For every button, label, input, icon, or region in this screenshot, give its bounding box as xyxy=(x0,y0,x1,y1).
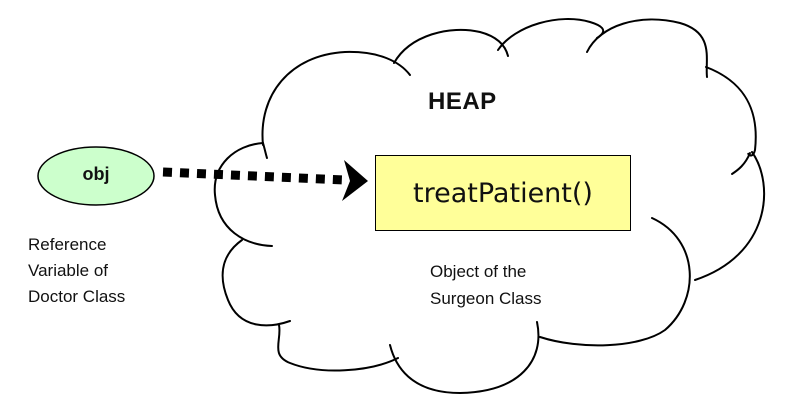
cloud-arc xyxy=(389,321,540,395)
arrow-head xyxy=(342,160,368,201)
reference-caption: Reference Variable of Doctor Class xyxy=(28,235,126,306)
cloud-arc xyxy=(694,151,766,281)
cloud-arc xyxy=(539,217,691,347)
cloud-arc xyxy=(586,18,708,78)
cloud-arc xyxy=(393,28,509,64)
method-box: treatPatient() xyxy=(375,155,631,231)
cloud-arc xyxy=(731,152,751,175)
arrow-dotted-line xyxy=(162,167,346,185)
cloud-arc xyxy=(497,18,605,51)
heap-title: HEAP xyxy=(428,88,497,115)
cloud-arc xyxy=(262,142,268,159)
cloud-arc xyxy=(705,66,757,157)
object-caption: Object of the Surgeon Class xyxy=(430,262,542,308)
cloud-arc xyxy=(277,324,399,372)
reference-variable-name: obj xyxy=(82,164,110,184)
method-name: treatPatient() xyxy=(413,177,593,209)
cloud-arc xyxy=(261,50,411,146)
cloud-arc xyxy=(221,239,291,327)
heap-cloud xyxy=(213,18,766,395)
reference-ellipse xyxy=(37,146,155,206)
reference-arrow xyxy=(162,160,368,201)
cloud-arc xyxy=(213,142,273,247)
